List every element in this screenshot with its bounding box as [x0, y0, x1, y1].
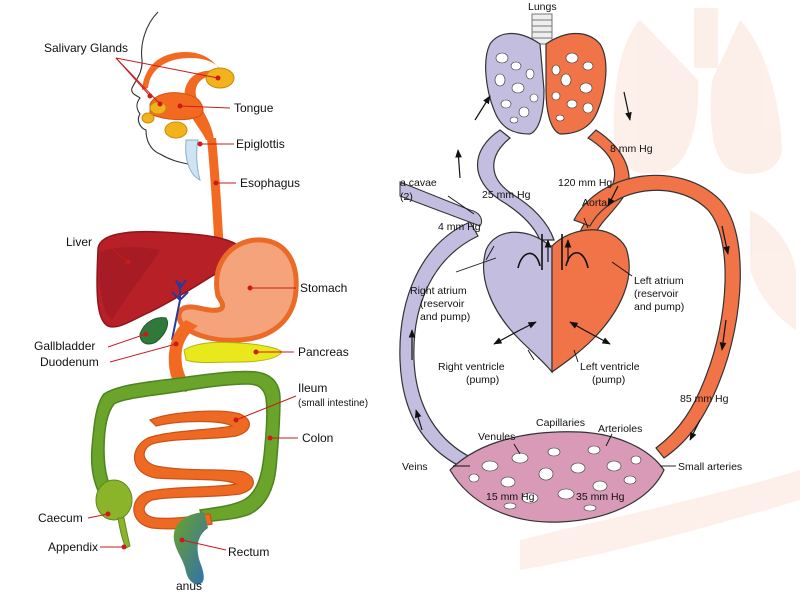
label-lungs: Lungs — [528, 1, 557, 13]
label-venae-cavae: a cavae — [400, 177, 437, 189]
label-left-atrium-3: and pump) — [634, 301, 684, 313]
label-arterioles: Arterioles — [598, 423, 642, 435]
label-pressure-8: 8 mm Hg — [610, 143, 653, 155]
face-outline — [131, 11, 189, 165]
rectum-shape — [173, 512, 208, 585]
label-left-ventricle-1: Left ventricle — [580, 361, 640, 373]
label-appendix: Appendix — [48, 540, 98, 554]
bile-duct — [171, 279, 189, 341]
trachea-shape — [185, 139, 201, 181]
background-anatomy — [520, 8, 800, 570]
label-caecum: Caecum — [38, 511, 83, 525]
label-ileum: Ileum — [298, 381, 327, 395]
circulatory-system-diagram: Lungs 8 mm Hg a cavae (2) 25 mm Hg 120 m… — [399, 1, 800, 570]
label-right-atrium-1: Right atrium — [410, 285, 467, 297]
capillary-holes — [468, 445, 642, 512]
label-pressure-35: 35 mm Hg — [576, 491, 625, 503]
label-colon: Colon — [302, 431, 333, 445]
label-pressure-85: 85 mm Hg — [680, 393, 729, 405]
label-salivary-glands: Salivary Glands — [44, 41, 128, 55]
digestive-pointers — [87, 57, 298, 551]
salivary-gland-submandibular — [164, 121, 188, 139]
label-gallbladder: Gallbladder — [34, 339, 95, 353]
label-venules: Venules — [478, 431, 515, 443]
duodenum-shape — [168, 320, 198, 392]
label-aorta: Aorta — [582, 197, 607, 209]
trachea — [531, 13, 553, 45]
label-epiglottis: Epiglottis — [236, 137, 285, 151]
label-right-ventricle-2: (pump) — [466, 374, 499, 386]
vena-cava — [399, 181, 483, 227]
label-pressure-15: 15 mm Hg — [486, 491, 535, 503]
label-pancreas: Pancreas — [298, 345, 349, 359]
caecum-shape — [95, 479, 133, 521]
label-esophagus: Esophagus — [240, 176, 300, 190]
capillary-bed — [449, 431, 665, 523]
label-rectum: Rectum — [228, 545, 269, 559]
stomach-shape — [176, 237, 299, 343]
label-left-atrium-1: Left atrium — [634, 275, 684, 287]
aorta-loop — [573, 174, 741, 459]
label-right-ventricle-1: Right ventricle — [438, 361, 505, 373]
label-left-atrium-2: (reservoir — [634, 288, 679, 300]
gallbladder-shape — [139, 317, 169, 345]
circulation-leaders — [447, 195, 676, 467]
label-liver: Liver — [66, 235, 92, 249]
label-right-atrium-3: and pump) — [420, 311, 470, 323]
label-stomach: Stomach — [300, 281, 347, 295]
small-intestine-shape — [133, 410, 254, 530]
heart-valves — [517, 234, 589, 270]
label-pressure-120: 120 mm Hg — [558, 177, 612, 189]
label-anus: anus — [176, 579, 202, 593]
lung-right-arterial — [545, 33, 607, 135]
flow-arrows — [408, 91, 730, 441]
label-ileum-sub: (small intestine) — [298, 398, 368, 409]
label-pressure-4: 4 mm Hg — [438, 221, 481, 233]
liver-shade — [99, 247, 160, 320]
label-pressure-25: 25 mm Hg — [482, 189, 531, 201]
heart-left-side — [551, 229, 630, 374]
label-left-ventricle-2: (pump) — [592, 374, 625, 386]
label-tongue: Tongue — [234, 101, 274, 115]
pulmonary-artery — [477, 129, 555, 241]
lung-alveoli — [494, 52, 594, 124]
label-right-atrium-2: (reservoir — [420, 298, 465, 310]
digestive-system-diagram: Salivary Glands Tongue Epiglottis Esopha… — [34, 11, 368, 593]
label-veins: Veins — [402, 461, 428, 473]
label-capillaries: Capillaries — [536, 417, 585, 429]
label-duodenum: Duodenum — [40, 355, 99, 369]
salivary-gland-small — [141, 112, 155, 124]
label-venae-cavae-2: (2) — [400, 191, 413, 203]
heart-right-side — [483, 231, 553, 374]
label-small-arteries: Small arteries — [678, 461, 742, 473]
pharynx-shape — [142, 52, 224, 140]
appendix-shape — [117, 517, 131, 549]
